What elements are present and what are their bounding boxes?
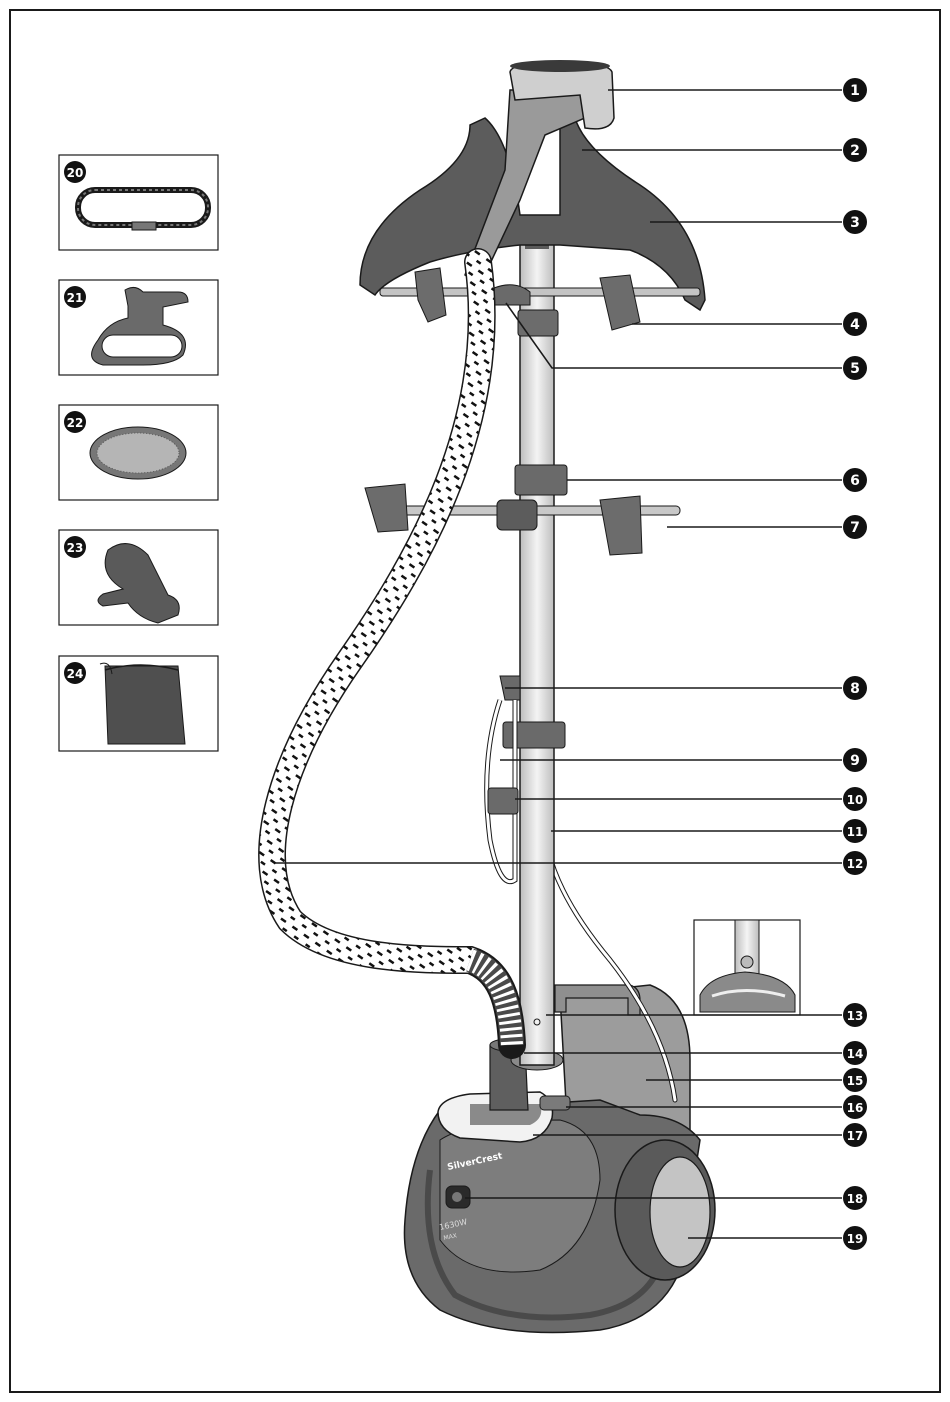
- upper-clip-right: [599, 274, 641, 331]
- crease-attachment-icon: [91, 286, 189, 366]
- callout-marker: [843, 851, 867, 875]
- accessory-panel-24: 24: [58, 655, 219, 752]
- callout-17: 17: [533, 1123, 867, 1147]
- callout-marker: [843, 787, 867, 811]
- accessory-marker: [64, 286, 86, 308]
- callout-11: 11: [551, 819, 867, 843]
- callout-marker: [843, 1041, 867, 1065]
- accessory-panels: 20 21 22 23 24: [58, 154, 219, 752]
- callout-number: 10: [847, 793, 864, 807]
- callout-marker: [843, 1226, 867, 1250]
- callout-number: 6: [850, 473, 860, 489]
- callout-19: 19: [688, 1226, 867, 1250]
- callout-marker: [843, 468, 867, 492]
- callout-number: 13: [847, 1009, 864, 1023]
- callout-marker: [843, 819, 867, 843]
- callout-marker: [843, 138, 867, 162]
- callout-number: 2: [850, 143, 860, 159]
- inset-detail: [693, 919, 801, 1016]
- accessory-marker: [64, 536, 86, 558]
- upper-rod-holder: [493, 284, 531, 306]
- accessory-marker: [64, 161, 86, 183]
- callout-number: 7: [850, 520, 860, 536]
- callout-number: 8: [850, 681, 860, 697]
- callout-marker: [843, 1068, 867, 1092]
- callout-marker: [843, 1095, 867, 1119]
- callout-number: 17: [847, 1129, 864, 1143]
- callout-7: 7: [667, 515, 867, 539]
- callout-13: 13: [546, 1003, 867, 1027]
- callout-leader-line: [505, 302, 842, 369]
- callout-number: 5: [850, 361, 860, 377]
- callout-marker: [843, 748, 867, 772]
- accessory-number: 22: [67, 416, 84, 430]
- callout-14: 14: [524, 1041, 867, 1065]
- accessory-panel-20: 20: [58, 154, 219, 251]
- callout-6: 6: [567, 468, 867, 492]
- accessory-panel-21: 21: [58, 279, 219, 376]
- callout-18: 18: [465, 1186, 867, 1210]
- callout-marker: [843, 312, 867, 336]
- page-border: [9, 9, 941, 1393]
- middle-clip-right: [599, 495, 643, 556]
- accessory-number: 20: [67, 166, 84, 180]
- callout-marker: [843, 515, 867, 539]
- storage-bag-icon: [99, 662, 186, 745]
- accessory-number: 24: [67, 667, 84, 681]
- callout-number: 12: [847, 857, 864, 871]
- callout-number: 4: [850, 317, 860, 333]
- callout-number: 9: [850, 753, 860, 769]
- callout-12: 12: [275, 851, 867, 875]
- accessory-panel-22: 22: [58, 404, 219, 501]
- callout-marker: [843, 210, 867, 234]
- accessory-marker: [64, 662, 86, 684]
- callout-16: 16: [566, 1095, 867, 1119]
- accessory-number: 21: [67, 291, 84, 305]
- callout-10: 10: [515, 787, 867, 811]
- steamer-illustration: SilverCrest 1630W MAX: [258, 60, 801, 1334]
- callout-3: 3: [650, 210, 867, 234]
- callout-number: 15: [847, 1074, 864, 1088]
- callout-number: 3: [850, 215, 860, 231]
- callout-marker: [843, 1123, 867, 1147]
- callout-marker: [843, 1003, 867, 1027]
- tank-release-button: [539, 1095, 571, 1111]
- callout-marker: [843, 1186, 867, 1210]
- power-rating-sub-text: MAX: [443, 1232, 458, 1242]
- pole-clamp: [514, 464, 568, 496]
- callout-2: 2: [582, 138, 867, 162]
- middle-rod-holder: [496, 499, 538, 531]
- brush-icon: [75, 187, 211, 231]
- callout-4: 4: [632, 312, 867, 336]
- callout-1: 1: [608, 78, 867, 102]
- fabric-brush-icon: [89, 426, 187, 480]
- upper-clip-left: [414, 267, 447, 323]
- glove-icon: [97, 543, 180, 624]
- callout-marker: [843, 78, 867, 102]
- callout-marker: [843, 356, 867, 380]
- callout-number: 11: [847, 825, 864, 839]
- callout-9: 9: [500, 748, 867, 772]
- callout-5: 5: [505, 302, 867, 380]
- cord-hook-lower: [487, 787, 519, 815]
- callout-number: 19: [847, 1232, 864, 1246]
- accessory-number: 23: [67, 541, 84, 555]
- accessory-marker: [64, 411, 86, 433]
- callout-number: 16: [847, 1101, 864, 1115]
- callout-8: 8: [505, 676, 867, 700]
- accessory-panel-23: 23: [58, 529, 219, 626]
- callout-marker: [843, 676, 867, 700]
- middle-clip-left: [364, 483, 409, 533]
- callout-15: 15: [646, 1068, 867, 1092]
- callout-number: 14: [847, 1047, 864, 1061]
- callout-number: 1: [850, 83, 860, 99]
- telescopic-pole: [519, 224, 555, 1066]
- callout-number: 18: [847, 1192, 864, 1206]
